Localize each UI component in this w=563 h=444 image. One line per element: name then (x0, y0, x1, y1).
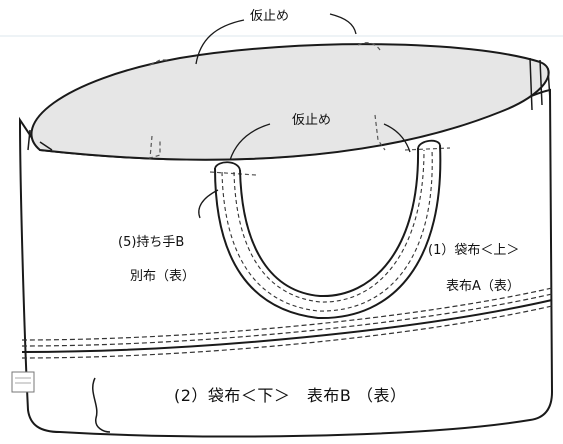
handle-inner-edge (239, 147, 420, 298)
upper-panel-label: (1）袋布＜上＞ (428, 243, 520, 258)
handle-stitch-outer (221, 149, 433, 312)
seam-stitch-upper-2 (21, 293, 553, 347)
panel-seam (21, 299, 553, 353)
tack-stitch-back-left (149, 59, 168, 66)
tack-stitch-right-inner (374, 114, 386, 151)
leader-tack-top-right (329, 13, 357, 35)
tack-stitch-front-right (404, 147, 451, 151)
bag-opening (30, 43, 550, 161)
side-edge-folds (529, 57, 551, 111)
tack-label-inner: 仮止め (292, 113, 332, 128)
handle-label: (5)持ち手B (118, 235, 185, 250)
leader-tack-inner-right (383, 123, 411, 153)
tack-stitch-front-left (209, 171, 257, 176)
upper-fabric-label: 表布A（表） (446, 279, 520, 294)
tack-stitch-back-right (357, 42, 381, 51)
care-tag (11, 371, 35, 393)
leader-handle (198, 189, 219, 219)
handle-fabric-label: 別布（表） (130, 269, 196, 284)
leader-tack-inner-left (229, 123, 271, 161)
handle-outer-edge (214, 144, 442, 320)
handle-top-right (417, 139, 441, 149)
bottom-fold-curve (92, 377, 111, 433)
lower-panel-label: (2）袋布＜下＞ 表布B （表） (174, 386, 407, 405)
leader-tack-top-left (195, 19, 245, 65)
handle-top-left (214, 161, 241, 171)
tack-label-top: 仮止め (250, 9, 290, 24)
handle-stitch-inner (233, 149, 425, 303)
seam-stitch-lower (21, 305, 553, 359)
left-corner-detail (27, 129, 53, 151)
seam-stitch-upper (21, 287, 553, 341)
